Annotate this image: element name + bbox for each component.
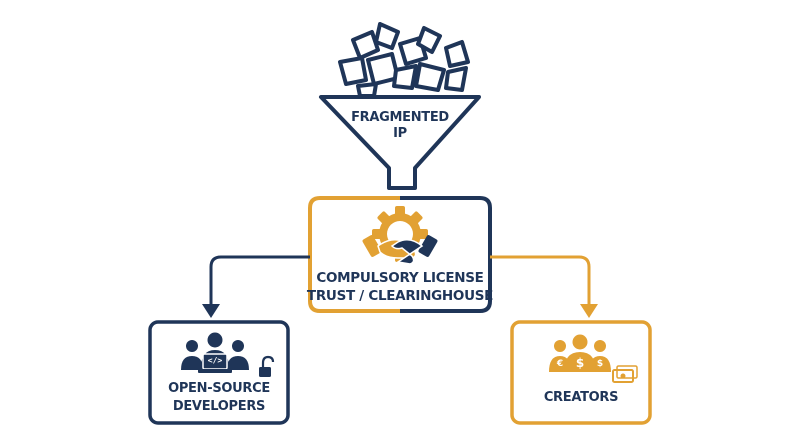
trust-label-line2: TRUST / CLEARINGHOUSE bbox=[306, 288, 494, 304]
cash-icon bbox=[612, 365, 638, 383]
trust-box bbox=[308, 196, 492, 313]
creators-label-line1: CREATORS bbox=[543, 390, 619, 405]
unlock-icon bbox=[259, 355, 275, 377]
connector-to-creators bbox=[490, 255, 598, 318]
fragments-icon bbox=[338, 22, 470, 98]
funnel-label-line2: IP bbox=[393, 126, 407, 141]
connector-to-developers bbox=[202, 255, 310, 318]
funnel-icon bbox=[319, 95, 481, 190]
creators-box bbox=[510, 320, 652, 425]
laptop-code-icon bbox=[198, 353, 232, 373]
creators-label: CREATORS bbox=[512, 389, 650, 407]
developers-label-line2: DEVELOPERS bbox=[172, 399, 266, 414]
trust-label-line1: COMPULSORY LICENSE bbox=[316, 270, 484, 286]
funnel-label-line1: FRAGMENTED bbox=[351, 110, 449, 125]
laptop-code-glyph: </> bbox=[207, 356, 223, 365]
creators-people-icon bbox=[549, 334, 611, 372]
euro-glyph: € bbox=[556, 359, 564, 369]
developers-label-line1: OPEN-SOURCE bbox=[168, 381, 270, 396]
developers-label: OPEN-SOURCE DEVELOPERS bbox=[150, 380, 288, 416]
trust-label: COMPULSORY LICENSE TRUST / CLEARINGHOUSE bbox=[300, 269, 500, 305]
funnel-label: FRAGMENTED IP bbox=[330, 110, 470, 142]
small-dollar-glyph: $ bbox=[596, 359, 604, 369]
handshake-gear-icon bbox=[362, 206, 438, 265]
dollar-glyph: $ bbox=[575, 356, 585, 370]
